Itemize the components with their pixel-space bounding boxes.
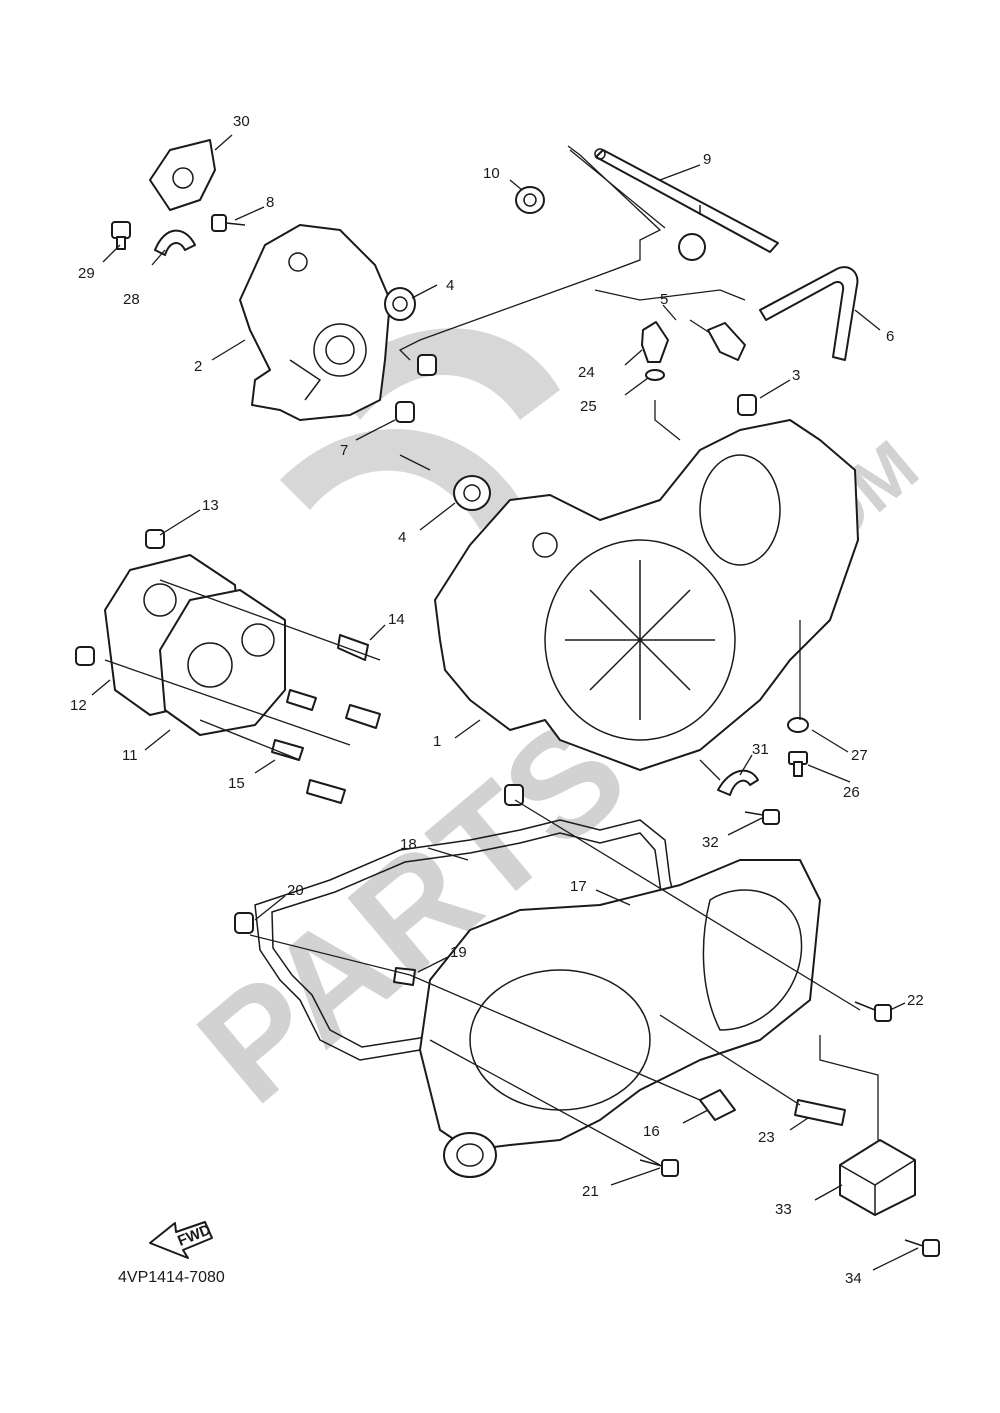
part-17-crankcase-cover xyxy=(419,859,821,1178)
callout-13: 13 xyxy=(202,497,219,514)
part-31-clip xyxy=(717,769,759,796)
callout-12: 12 xyxy=(70,697,87,714)
leader-lines xyxy=(91,134,919,1271)
part-25-o-ring xyxy=(645,369,665,381)
part-23-bolt xyxy=(794,1099,846,1126)
part-4-bearing-lower xyxy=(453,475,491,511)
part-1-crankcase xyxy=(434,419,859,771)
callout-14: 14 xyxy=(388,611,405,628)
callout-labels: 30 8 29 28 2 4 7 10 9 5 6 24 25 3 4 13 1… xyxy=(70,113,924,1287)
part-10-seal xyxy=(515,186,545,214)
part-12-dowel xyxy=(75,646,95,666)
part-26-bolt xyxy=(788,751,808,777)
part-5-fitting xyxy=(707,322,746,361)
callout-7: 7 xyxy=(340,442,348,459)
callout-30: 30 xyxy=(233,113,250,130)
part-dowel-gasket xyxy=(504,784,524,806)
callout-3: 3 xyxy=(792,367,800,384)
part-6-hose xyxy=(759,266,859,361)
part-32-bolt xyxy=(744,809,780,825)
part-3-dowel xyxy=(737,394,757,416)
callout-2: 2 xyxy=(194,358,202,375)
part-11-gasket-cover xyxy=(159,589,286,736)
callout-21: 21 xyxy=(582,1183,599,1200)
part-2-housing xyxy=(239,224,391,421)
part-22-bolt xyxy=(854,1001,892,1022)
part-27-washer xyxy=(787,717,809,733)
part-16-elbow xyxy=(699,1089,736,1121)
callout-25: 25 xyxy=(580,398,597,415)
callout-29: 29 xyxy=(78,265,95,282)
callout-9: 9 xyxy=(703,151,711,168)
part-34-screw xyxy=(904,1239,940,1257)
callout-33: 33 xyxy=(775,1201,792,1218)
part-14-bolt xyxy=(337,634,369,661)
callout-28: 28 xyxy=(123,291,140,308)
callout-32: 32 xyxy=(702,834,719,851)
part-4-bearing-upper xyxy=(384,287,416,321)
callout-1: 1 xyxy=(433,733,441,750)
callout-11: 11 xyxy=(122,747,138,764)
callout-26: 26 xyxy=(843,784,860,801)
callout-34: 34 xyxy=(845,1270,862,1287)
part-15-bolts xyxy=(271,689,381,804)
callout-22: 22 xyxy=(907,992,924,1009)
callout-20: 20 xyxy=(287,882,304,899)
part-7-dowel xyxy=(395,401,415,423)
callout-24: 24 xyxy=(578,364,595,381)
part-seal-lower xyxy=(678,233,706,261)
callout-19: 19 xyxy=(450,944,467,961)
part-28-clip xyxy=(154,229,196,256)
part-13-dowel xyxy=(145,529,165,549)
callout-10: 10 xyxy=(483,165,500,182)
callout-16: 16 xyxy=(643,1123,660,1140)
callout-4-upper: 4 xyxy=(446,277,454,294)
callout-23: 23 xyxy=(758,1129,775,1146)
part-dowel-upper xyxy=(417,354,437,376)
callout-15: 15 xyxy=(228,775,245,792)
diagram-code: 4VP1414-7080 xyxy=(118,1269,225,1286)
callout-17: 17 xyxy=(570,878,587,895)
reference-lines xyxy=(104,145,879,1166)
part-29-bolt xyxy=(111,221,131,250)
part-8-bolt xyxy=(211,214,246,232)
part-21-bolt xyxy=(639,1159,679,1177)
fwd-arrow-icon: FWD xyxy=(149,1221,213,1259)
callout-8: 8 xyxy=(266,194,274,211)
part-33-bracket xyxy=(839,1139,916,1216)
callout-27: 27 xyxy=(851,747,868,764)
callout-6: 6 xyxy=(886,328,894,345)
part-20-dowel xyxy=(234,912,254,934)
callout-4-lower: 4 xyxy=(398,529,406,546)
part-9-shaft xyxy=(594,148,779,253)
callout-31: 31 xyxy=(752,741,769,758)
part-24-plug xyxy=(641,321,669,363)
part-30-plate xyxy=(149,139,216,211)
callout-5: 5 xyxy=(660,291,668,308)
callout-18: 18 xyxy=(400,836,417,853)
